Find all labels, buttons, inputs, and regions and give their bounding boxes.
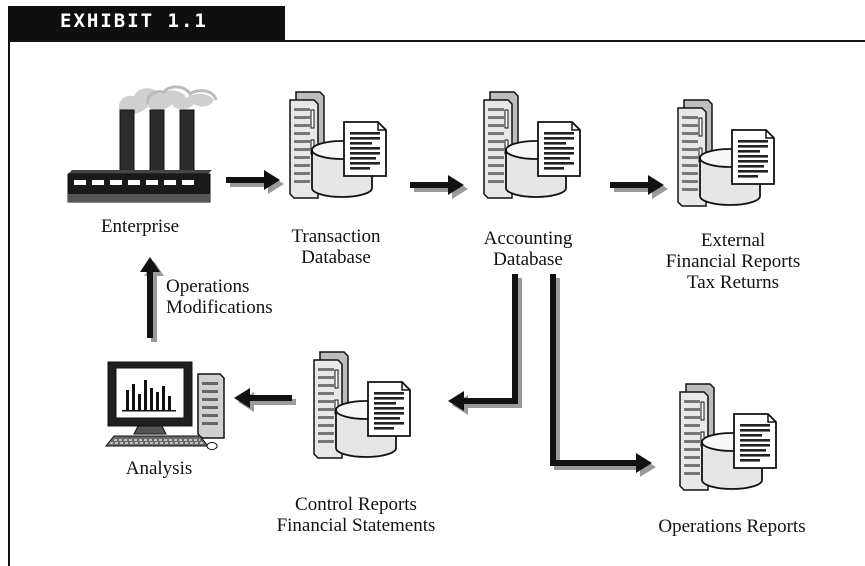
accounting-line1: Accounting bbox=[483, 228, 573, 249]
arrow-control-to-analysis bbox=[234, 388, 292, 408]
control-reports-database-icon bbox=[313, 351, 411, 459]
arrow-accounting-to-operations bbox=[550, 274, 652, 473]
accounting-database-label: Accounting Database bbox=[458, 228, 598, 270]
operations-reports-database-icon bbox=[679, 383, 777, 491]
operations-reports-text: Operations Reports bbox=[658, 516, 806, 537]
operations-reports-label: Operations Reports bbox=[632, 516, 832, 537]
top-rule bbox=[8, 40, 865, 42]
arrow-accounting-to-control bbox=[448, 274, 518, 411]
external-line1: External bbox=[700, 230, 766, 251]
transaction-database-label: Transaction Database bbox=[266, 226, 406, 268]
enterprise-label: Enterprise bbox=[84, 216, 196, 237]
exhibit-tab: EXHIBIT 1.1 bbox=[8, 6, 285, 42]
factory-icon bbox=[67, 85, 218, 203]
exhibit-label: EXHIBIT 1.1 bbox=[60, 10, 208, 32]
accounting-line2: Database bbox=[493, 249, 563, 270]
transaction-line2: Database bbox=[301, 247, 371, 268]
transaction-line1: Transaction bbox=[291, 226, 381, 247]
computer-workstation-icon bbox=[104, 361, 225, 450]
flow-arrows bbox=[140, 170, 664, 473]
external-line2: Financial Reports bbox=[665, 251, 801, 272]
control-line2: Financial Statements bbox=[276, 515, 436, 536]
arrow-enterprise-to-transaction bbox=[226, 170, 280, 190]
feedback-line2: Modifications bbox=[166, 297, 273, 318]
analysis-text: Analysis bbox=[125, 458, 193, 479]
control-line1: Control Reports bbox=[295, 494, 417, 515]
left-rule bbox=[8, 40, 10, 566]
arrow-accounting-to-external bbox=[610, 175, 664, 195]
external-reports-database-icon bbox=[677, 99, 775, 207]
enterprise-text: Enterprise bbox=[100, 216, 180, 237]
external-reports-label: External Financial Reports Tax Returns bbox=[643, 230, 823, 293]
arrow-feedback-to-enterprise bbox=[140, 257, 160, 338]
analysis-label: Analysis bbox=[104, 458, 214, 479]
feedback-line1: Operations bbox=[166, 276, 250, 297]
transaction-database-icon bbox=[289, 91, 387, 199]
arrow-transaction-to-accounting bbox=[410, 175, 464, 195]
external-line3: Tax Returns bbox=[686, 272, 780, 293]
feedback-label: Operations Modifications bbox=[166, 276, 273, 318]
control-reports-label: Control Reports Financial Statements bbox=[256, 494, 456, 536]
accounting-database-icon bbox=[483, 91, 581, 199]
